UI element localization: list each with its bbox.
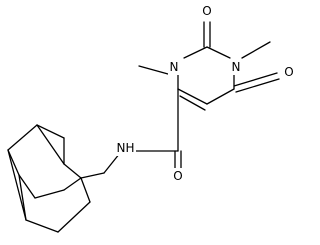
bond-n-ch2 (103, 152, 121, 174)
bond-lines (7, 21, 280, 233)
bond-c6-c5 (206, 88, 235, 105)
atom-label-o-amide: O (173, 169, 182, 183)
bond-ad-2 (36, 124, 65, 165)
atom-label-n-right: N (232, 60, 241, 74)
atom-label-o-right: O (284, 65, 293, 79)
bond-c6-o-a (233, 72, 278, 87)
bond-ch2-adamantyl (80, 172, 105, 179)
bond-c5-c4-a (177, 88, 208, 105)
bond-ad-9 (57, 201, 91, 233)
bond-ad-5 (18, 174, 36, 199)
bond-ad-4 (7, 149, 20, 176)
bond-n3-methyl (138, 65, 169, 75)
bond-n3-c2 (183, 46, 208, 59)
atom-label-n-left: N (170, 60, 179, 74)
molecule-structure-diagram: O N N O N H O (7, 3, 295, 233)
bond-ad-10 (25, 219, 59, 233)
bond-ad-12 (7, 149, 27, 221)
bond-ad-6 (34, 189, 65, 199)
bond-ad-8 (80, 177, 91, 203)
bond-ad-13 (36, 124, 65, 139)
bond-ad-3 (7, 124, 38, 151)
bond-ad-11 (18, 174, 27, 221)
bond-c2-n1 (206, 46, 231, 59)
bond-c5-c4-b (179, 95, 206, 111)
bond-c6-o-b (235, 78, 280, 93)
atom-labels: O N N O N H O (115, 3, 295, 184)
bond-n1-methyl (241, 41, 271, 59)
bond-ad-7 (63, 177, 82, 191)
atom-label-nh-h: H (125, 141, 134, 155)
atom-label-o-top: O (202, 4, 211, 18)
bond-ad-1 (63, 163, 82, 179)
atom-label-nh-n: N (117, 141, 126, 155)
